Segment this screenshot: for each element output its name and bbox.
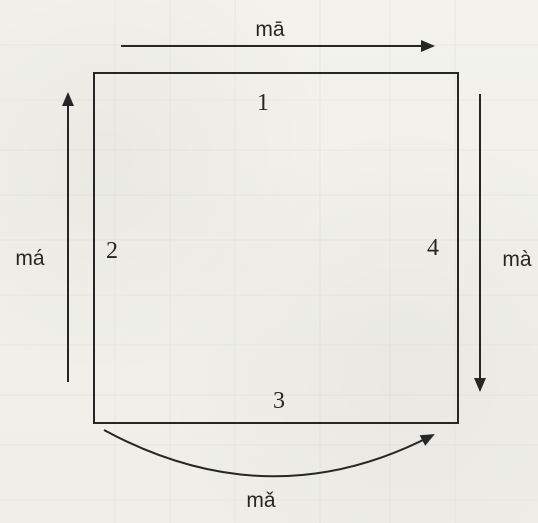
- bottom-number-label: 3: [273, 388, 285, 414]
- left-syllable-label: má: [15, 247, 44, 270]
- tone-square: [93, 72, 459, 424]
- right-syllable-label: mà: [502, 248, 531, 271]
- bottom-syllable-label: mǎ: [246, 489, 275, 512]
- right-number-label: 4: [427, 235, 439, 261]
- top-syllable-label: mā: [255, 18, 284, 41]
- left-number-label: 2: [106, 238, 118, 264]
- top-number-label: 1: [257, 90, 269, 116]
- bottom-curve-arrow: [103, 429, 435, 478]
